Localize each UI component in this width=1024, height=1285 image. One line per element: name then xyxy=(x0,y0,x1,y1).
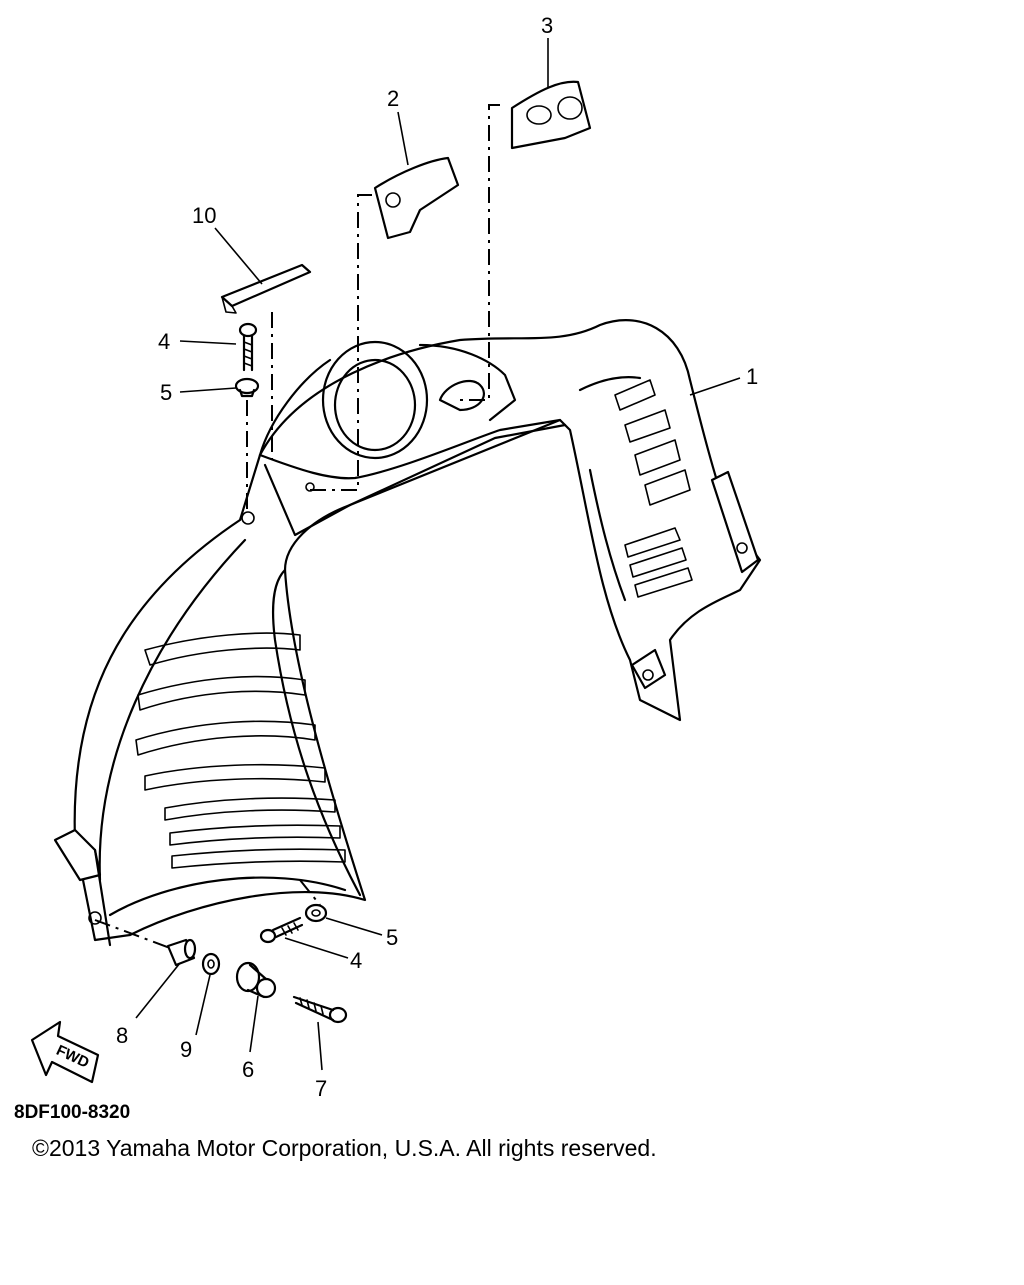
cowling-part-1 xyxy=(53,319,762,947)
bolt-part-7 xyxy=(292,995,348,1024)
bracket-part-2 xyxy=(373,156,460,240)
callout-9: 9 xyxy=(180,1037,192,1062)
fwd-arrow-icon: FWD xyxy=(30,1020,100,1084)
callout-7: 7 xyxy=(315,1076,327,1101)
callout-6: 6 xyxy=(242,1057,254,1082)
right-louvers xyxy=(578,376,693,602)
washer-part-9 xyxy=(201,952,221,976)
bottom-bolt-part-4 xyxy=(259,916,304,944)
callout-3: 3 xyxy=(541,13,553,38)
leader-lines xyxy=(135,38,741,1071)
top-bolt-part-4 xyxy=(238,322,258,372)
callout-10: 10 xyxy=(192,203,216,228)
callout-8: 8 xyxy=(116,1023,128,1048)
copyright-notice: ©2013 Yamaha Motor Corporation, U.S.A. A… xyxy=(32,1135,657,1161)
callout-1: 1 xyxy=(746,364,758,389)
callout-4-top: 4 xyxy=(158,329,170,354)
left-louvers xyxy=(135,632,346,869)
callout-2: 2 xyxy=(387,86,399,111)
callout-5-top: 5 xyxy=(160,380,172,405)
part-code: 8DF100-8320 xyxy=(14,1102,130,1123)
collar-part-8 xyxy=(166,938,197,967)
callout-5-bottom: 5 xyxy=(386,925,398,950)
plate-part-3 xyxy=(510,80,592,150)
bottom-grommet-part-5 xyxy=(304,903,328,923)
callout-4-bottom: 4 xyxy=(350,948,362,973)
assembly-lines xyxy=(94,104,500,949)
mount-part-6 xyxy=(235,961,277,999)
top-grommet-part-5 xyxy=(234,377,260,398)
strip-part-10 xyxy=(220,263,312,314)
